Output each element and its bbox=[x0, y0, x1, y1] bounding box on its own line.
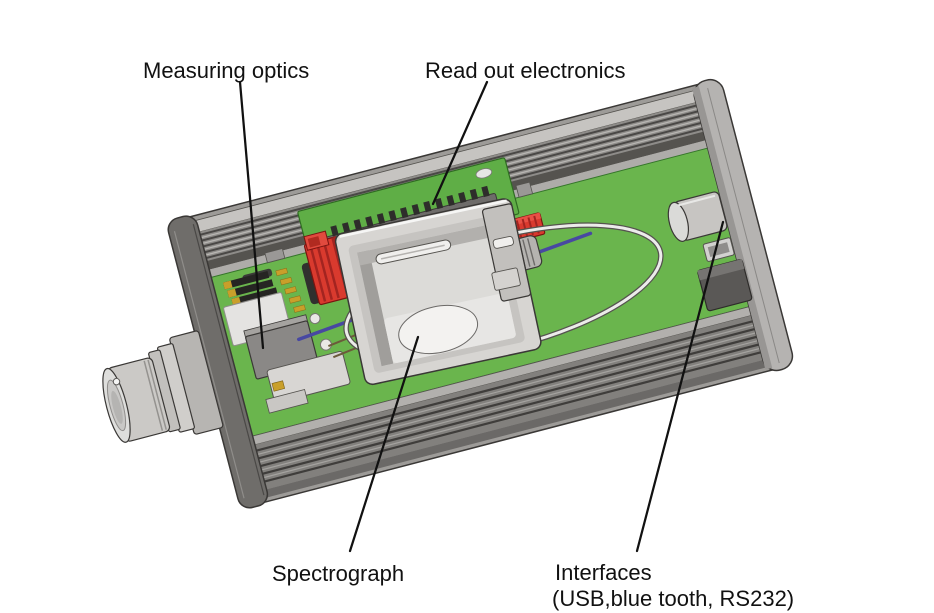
leader-measuring-optics bbox=[238, 80, 265, 350]
leader-read-out-electronics bbox=[431, 80, 489, 206]
device-enclosure bbox=[102, 78, 794, 509]
interface-components bbox=[667, 191, 753, 312]
leader-spectrograph bbox=[348, 335, 420, 553]
label-measuring-optics: Measuring optics bbox=[143, 58, 309, 83]
label-read-out-electronics: Read out electronics bbox=[425, 58, 626, 83]
label-spectrograph: Spectrograph bbox=[272, 561, 404, 586]
lens-barrel bbox=[102, 330, 224, 443]
optics-bracket bbox=[266, 350, 351, 404]
gold-pad bbox=[271, 380, 286, 392]
leader-lines bbox=[238, 80, 725, 553]
spectrograph-housing bbox=[334, 198, 542, 386]
standoff-2 bbox=[319, 338, 332, 351]
label-interfaces: Interfaces bbox=[555, 560, 652, 585]
usb-connector bbox=[702, 237, 735, 262]
set-screw-hole bbox=[112, 377, 121, 386]
standoff bbox=[309, 313, 321, 325]
lens-tube bbox=[398, 304, 479, 354]
label-interfaces-detail: (USB,blue tooth, RS232) bbox=[552, 586, 794, 611]
interface-cylinder bbox=[667, 191, 728, 242]
rail-clip bbox=[264, 248, 286, 264]
leader-interfaces bbox=[635, 220, 725, 553]
rail-clip-2 bbox=[515, 181, 534, 198]
smd-part bbox=[475, 168, 493, 179]
pin-headers bbox=[222, 267, 306, 313]
connector-pins bbox=[330, 185, 490, 237]
near-wall-ribs bbox=[236, 302, 781, 502]
